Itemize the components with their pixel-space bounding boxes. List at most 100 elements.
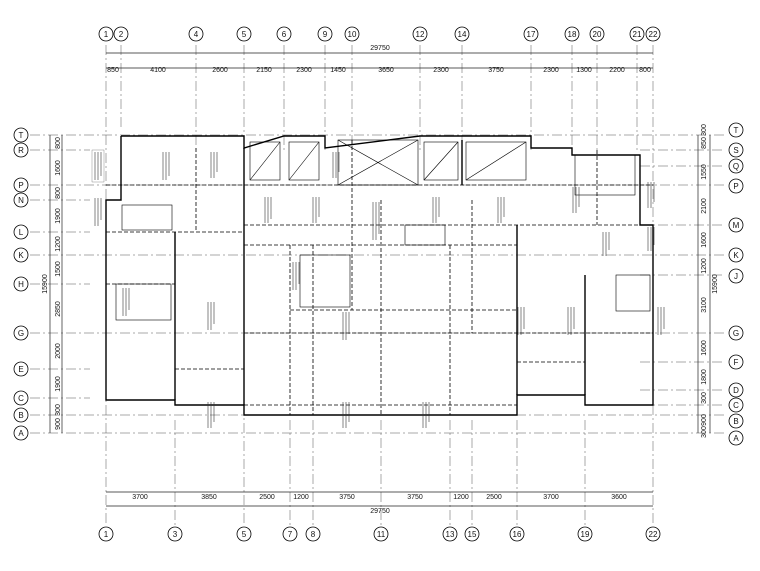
left-dim-10: 900 bbox=[55, 418, 62, 430]
top-dim-12: 2200 bbox=[609, 67, 625, 74]
bottom-dim-2: 3850 bbox=[201, 494, 217, 501]
axis-bubble-top: 6 bbox=[282, 30, 287, 39]
axis-bubble-right: B bbox=[733, 417, 738, 426]
axis-bubble-right: M bbox=[733, 221, 740, 230]
axis-bubble-top: 2 bbox=[119, 30, 124, 39]
axis-bubble-right: C bbox=[733, 401, 739, 410]
left-dim-9: 1900 bbox=[55, 376, 62, 392]
axis-bubble-bottom: 1 bbox=[104, 530, 109, 539]
axis-bubble-bottom: 13 bbox=[446, 530, 455, 539]
bottom-dim-8: 2500 bbox=[486, 494, 502, 501]
axis-bubble-right: A bbox=[733, 434, 739, 443]
axis-bubble-top: 17 bbox=[527, 30, 536, 39]
axis-bubble-left: A bbox=[18, 429, 24, 438]
axis-bubble-left: N bbox=[18, 196, 24, 205]
axis-bubble-top: 21 bbox=[633, 30, 642, 39]
bottom-dim-1: 3700 bbox=[132, 494, 148, 501]
left-dim-11: 300 bbox=[55, 404, 62, 416]
axis-bubble-bottom: 8 bbox=[311, 530, 316, 539]
right-dim-9: 1800 bbox=[701, 369, 708, 385]
left-dimension-chain: 15900 800 1600 800 1900 1200 1500 2850 2… bbox=[42, 135, 63, 433]
left-dim-4: 1900 bbox=[55, 208, 62, 224]
top-dim-4: 2150 bbox=[256, 67, 272, 74]
axis-bubble-top: 9 bbox=[323, 30, 328, 39]
bottom-total-dimension: 29750 bbox=[370, 508, 390, 515]
bottom-dim-10: 3600 bbox=[611, 494, 627, 501]
axis-bubble-left: B bbox=[18, 411, 23, 420]
axis-bubble-right: T bbox=[734, 126, 739, 135]
axis-bubble-right: P bbox=[733, 182, 738, 191]
axis-bubble-left: G bbox=[18, 329, 24, 338]
top-dim-11: 1300 bbox=[576, 67, 592, 74]
axis-bubble-left: K bbox=[18, 251, 24, 260]
left-dim-1: 800 bbox=[55, 137, 62, 149]
axis-bubble-top: 5 bbox=[242, 30, 247, 39]
axis-bubble-top: 4 bbox=[194, 30, 199, 39]
top-total-dimension: 29750 bbox=[370, 45, 390, 52]
right-dim-6: 1200 bbox=[701, 258, 708, 274]
vertical-axis-lines bbox=[105, 45, 654, 525]
axis-bubble-top: 1 bbox=[104, 30, 109, 39]
axis-bubble-bottom: 7 bbox=[288, 530, 293, 539]
top-axis-bubbles: 1 2 4 5 6 9 10 12 14 17 18 20 21 22 bbox=[98, 26, 661, 42]
right-axis-bubbles: T S Q P M K J G F D C B A bbox=[728, 122, 744, 446]
top-dimension-chain: 29750 850 4100 2600 2150 2300 1450 3650 … bbox=[106, 45, 653, 74]
axis-bubble-top: 18 bbox=[568, 30, 577, 39]
beams bbox=[106, 140, 653, 415]
top-dim-5: 2300 bbox=[296, 67, 312, 74]
right-dim-2: 850 bbox=[701, 137, 708, 149]
top-dim-13: 800 bbox=[639, 67, 651, 74]
right-dim-1: 300 bbox=[701, 124, 708, 136]
axis-bubble-right: Q bbox=[733, 162, 739, 171]
left-dim-6: 1500 bbox=[55, 261, 62, 277]
axis-bubble-right: S bbox=[733, 146, 738, 155]
right-dimension-chain: 15900 300 850 1550 2100 1600 1200 3100 1… bbox=[697, 124, 719, 438]
axis-bubble-right: F bbox=[734, 358, 739, 367]
top-dim-6: 1450 bbox=[330, 67, 346, 74]
axis-bubble-top: 10 bbox=[348, 30, 357, 39]
right-total-dimension: 15900 bbox=[712, 274, 719, 294]
openings bbox=[115, 139, 651, 321]
top-dim-8: 2300 bbox=[433, 67, 449, 74]
top-dim-2: 4100 bbox=[150, 67, 166, 74]
axis-bubble-bottom: 11 bbox=[377, 530, 386, 539]
right-dim-11: 900 bbox=[701, 414, 708, 426]
left-axis-bubbles: T R P N L K H G E C B A bbox=[13, 127, 29, 441]
axis-bubble-left: C bbox=[18, 394, 24, 403]
axis-bubble-bottom: 5 bbox=[242, 530, 247, 539]
right-dim-10: 300 bbox=[701, 392, 708, 404]
bottom-dim-6: 3750 bbox=[407, 494, 423, 501]
axis-bubble-left: H bbox=[18, 280, 24, 289]
axis-bubble-right: G bbox=[733, 329, 739, 338]
building-walls bbox=[105, 135, 654, 416]
axis-bubble-top: 12 bbox=[416, 30, 425, 39]
left-total-dimension: 15900 bbox=[42, 274, 49, 294]
axis-bubble-top: 20 bbox=[593, 30, 602, 39]
axis-bubble-bottom: 3 bbox=[173, 530, 178, 539]
axis-bubble-left: P bbox=[18, 181, 23, 190]
top-dim-7: 3650 bbox=[378, 67, 394, 74]
bottom-axis-bubbles: 1 3 5 7 8 11 13 15 16 19 22 bbox=[98, 526, 661, 542]
axis-bubble-top: 22 bbox=[649, 30, 658, 39]
axis-bubble-bottom: 22 bbox=[649, 530, 658, 539]
top-dim-10: 2300 bbox=[543, 67, 559, 74]
right-dim-5: 1600 bbox=[701, 232, 708, 248]
beam-annotations bbox=[91, 149, 665, 428]
right-dim-12: 300 bbox=[701, 426, 708, 438]
bottom-dim-5: 3750 bbox=[339, 494, 355, 501]
right-dim-8: 1600 bbox=[701, 340, 708, 356]
right-dim-3: 1550 bbox=[701, 164, 708, 180]
left-dim-5: 1200 bbox=[55, 236, 62, 252]
bottom-dimension-chain: 3700 3850 2500 1200 3750 3750 1200 2500 … bbox=[106, 491, 653, 515]
axis-bubble-bottom: 15 bbox=[468, 530, 477, 539]
axis-bubble-left: T bbox=[19, 131, 24, 140]
left-dim-7: 2850 bbox=[55, 301, 62, 317]
top-dim-9: 3750 bbox=[488, 67, 504, 74]
left-dim-8: 2000 bbox=[55, 343, 62, 359]
axis-bubble-left: E bbox=[18, 365, 23, 374]
top-dim-3: 2600 bbox=[212, 67, 228, 74]
axis-bubble-right: K bbox=[733, 251, 739, 260]
axis-bubble-bottom: 16 bbox=[513, 530, 522, 539]
top-dim-1: 850 bbox=[107, 67, 119, 74]
